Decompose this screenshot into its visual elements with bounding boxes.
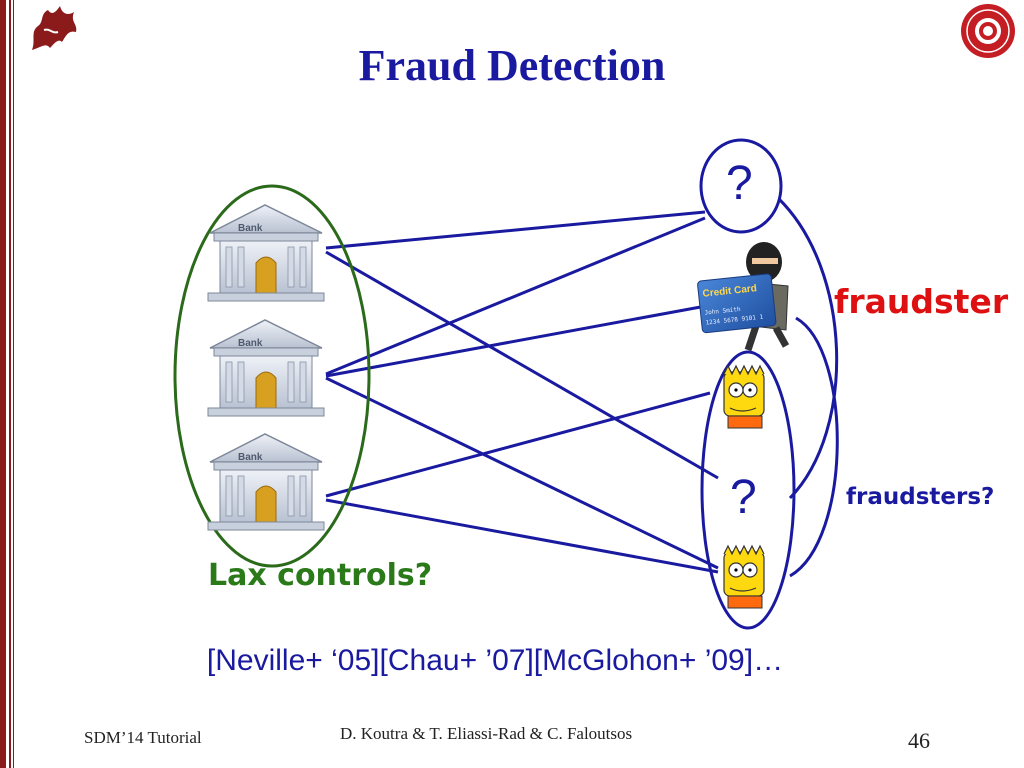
unknown-group-ellipse: [700, 350, 796, 630]
unknown-node-top: [699, 138, 783, 234]
credit-card-icon: Credit Card John Smith 1234 5678 9101 1: [697, 273, 777, 334]
left-border-thick: [0, 0, 6, 768]
citations: [Neville+ ‘05][Chau+ ’07][McGlohon+ ’09]…: [206, 644, 784, 677]
footer-tutorial: SDM’14 Tutorial: [84, 728, 202, 747]
bank-sign: Bank: [238, 338, 263, 349]
bank-sign: Bank: [238, 452, 263, 463]
edge: [325, 210, 706, 250]
lax-controls-label: Lax controls?: [208, 558, 433, 593]
edge: [325, 250, 719, 480]
fraudster-label: fraudster: [834, 282, 1009, 321]
edge: [325, 498, 719, 574]
bank-icon: Bank: [207, 319, 325, 417]
question-mark-bottom: ?: [730, 471, 757, 524]
arc-fraudster-to-bart: [789, 316, 839, 578]
edge: [325, 304, 707, 378]
question-mark-top: ?: [726, 157, 753, 210]
university-seal-icon: [961, 4, 1015, 58]
footer-authors: D. Koutra & T. Eliassi-Rad & C. Faloutso…: [340, 724, 633, 743]
edge: [325, 216, 706, 376]
dragon-logo-icon: [32, 6, 77, 50]
bart-character-icon: [723, 545, 765, 609]
bart-character-icon: [723, 365, 765, 429]
slide-title: Fraud Detection: [358, 41, 666, 90]
bank-group-ellipse: [173, 184, 371, 568]
bank-sign: Bank: [238, 223, 263, 234]
left-border-thin: [13, 0, 14, 768]
left-border-mid: [9, 0, 11, 768]
fraudsters-question-label: fraudsters?: [846, 484, 995, 510]
card-holder-text: John Smith: [704, 306, 741, 317]
arc-top-question-to-bottom-question: [776, 196, 839, 500]
bank-icon: Bank: [207, 204, 325, 302]
edge: [325, 376, 719, 570]
bank-icon: Bank: [207, 433, 325, 531]
page-number: 46: [908, 728, 930, 753]
edges: [325, 210, 719, 574]
edge: [325, 391, 711, 498]
